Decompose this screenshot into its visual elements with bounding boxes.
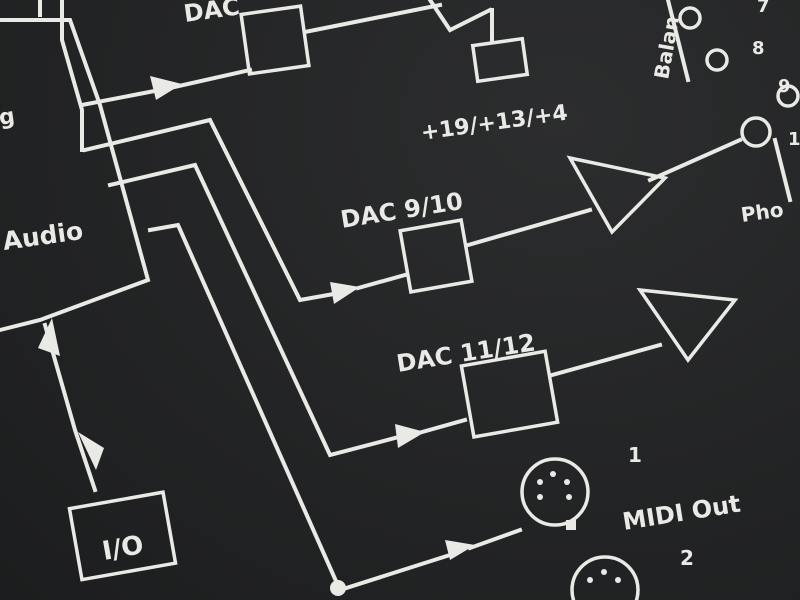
midi-pin-1c: [564, 479, 570, 485]
arrow-dac1112: [395, 424, 425, 448]
left-edge-label: g: [0, 104, 16, 131]
headphone-jack-circle: [740, 116, 772, 148]
dac-top-box: [239, 4, 311, 76]
midi-pin-1d: [537, 494, 543, 500]
balanced-jack-8: [705, 48, 729, 72]
balanced-jack-7: [678, 6, 702, 30]
balanced-divider-line: [665, 0, 691, 83]
number-9-label: 9: [778, 76, 791, 97]
signal-line-dac910-cont: [355, 272, 408, 291]
audio-block-outline: [0, 18, 151, 333]
headphone-output-line: [647, 137, 743, 183]
dac910-label: DAC 9/10: [339, 187, 465, 234]
output-jack-9: [776, 84, 800, 108]
dac-top-label: DAC: [182, 0, 241, 28]
arrow-io-down: [78, 432, 104, 470]
number-1-midi-label: 1: [628, 443, 642, 467]
phones-divider-line: [772, 137, 793, 203]
dac1112-label: DAC 11/12: [395, 328, 538, 378]
number-1-phone-label: 1: [788, 129, 800, 150]
arrow-io-up: [38, 318, 60, 356]
signal-line-midi-cont: [467, 527, 523, 551]
io-label: I/O: [100, 530, 146, 567]
second-amp-triangle: [636, 287, 739, 363]
signal-line-dac910: [82, 117, 348, 303]
dac-top-output-line: [302, 2, 443, 35]
number-7-label: 7: [757, 0, 770, 17]
number-8-label: 8: [752, 38, 765, 59]
midi-pin-2b: [601, 569, 607, 575]
io-link-line: [42, 322, 98, 493]
dac910-output-line: [465, 207, 593, 248]
midi-pin-2a: [587, 577, 593, 583]
arrow-dac910: [330, 282, 360, 304]
arrow-midi: [445, 540, 475, 560]
midi-pin-1a: [537, 479, 543, 485]
balanced-label: Balan: [649, 14, 684, 81]
signal-line-dac1112: [107, 162, 398, 458]
voltages-label: +19/+13/+4: [419, 101, 569, 146]
headphone-amp-triangle: [566, 155, 669, 235]
audio-label: Audio: [1, 216, 85, 256]
number-2-midi-label: 2: [680, 546, 694, 570]
midi-out-label: MIDI Out: [621, 490, 743, 536]
midi-pin-1b: [550, 471, 556, 477]
regulator-box: [470, 36, 530, 84]
midi-pin-2c: [615, 577, 621, 583]
signal-line-dac1112-cont: [419, 417, 468, 435]
midi-key-1: [566, 520, 576, 530]
dac1112-box: [459, 349, 560, 439]
dac-top-amp-edge: [427, 0, 493, 33]
signal-line-midi: [147, 222, 453, 593]
phones-label: Pho: [739, 197, 785, 227]
junction-dot: [330, 580, 346, 596]
arrow-dac-top: [150, 76, 182, 100]
dac1112-output-line: [549, 342, 663, 378]
dac910-box: [398, 218, 474, 294]
midi-connector-1: [520, 457, 590, 527]
midi-pin-1e: [566, 494, 572, 500]
io-box: [67, 490, 178, 582]
midi-connector-2: [570, 555, 640, 600]
